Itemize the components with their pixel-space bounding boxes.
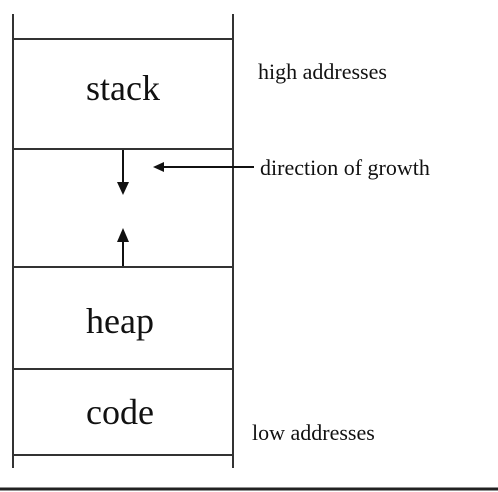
code-label: code <box>86 392 154 432</box>
low-addresses-label: low addresses <box>252 420 375 445</box>
high-addresses-label: high addresses <box>258 59 387 84</box>
heap-growth-arrow-icon <box>117 228 129 266</box>
stack-label: stack <box>86 68 160 108</box>
direction-of-growth-label: direction of growth <box>260 155 430 180</box>
stack-growth-arrow-icon <box>117 150 129 195</box>
growth-pointer-arrow-icon <box>153 162 254 172</box>
heap-label: heap <box>86 301 154 341</box>
